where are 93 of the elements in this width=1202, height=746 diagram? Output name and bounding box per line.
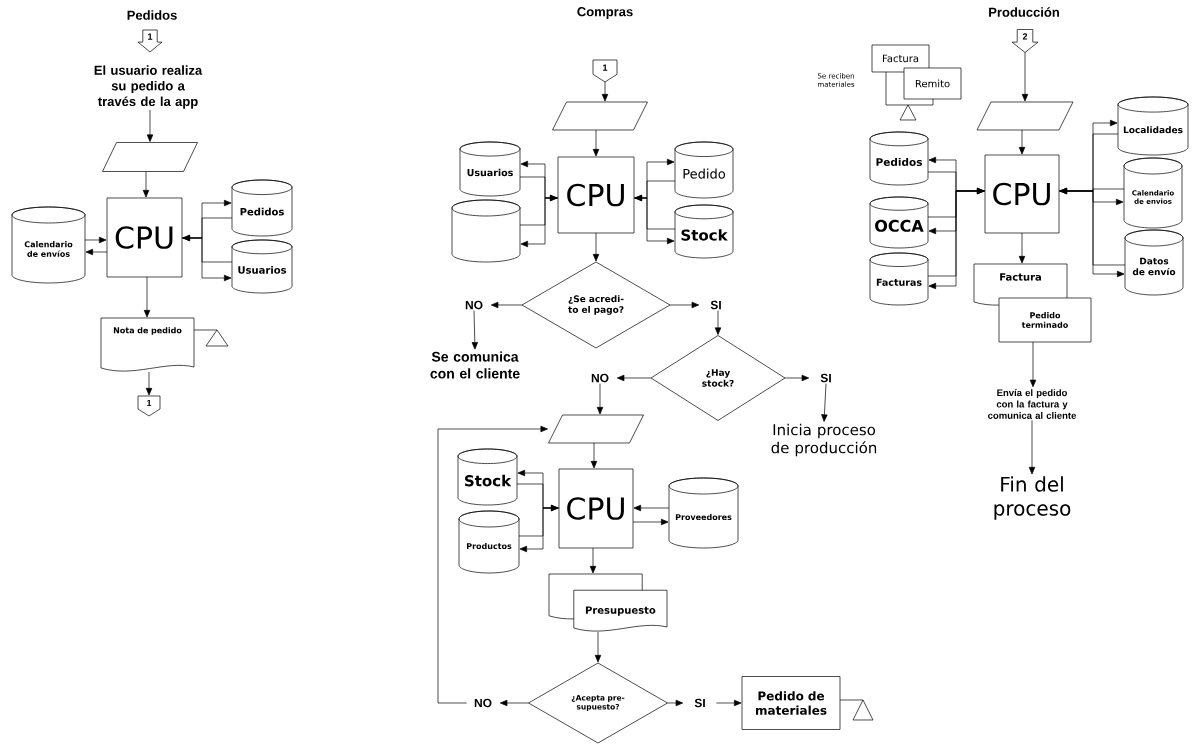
arrow	[601, 81, 609, 102]
arrow	[518, 504, 559, 537]
arrow	[596, 383, 604, 415]
flow-text: Fin del proceso	[994, 476, 1071, 520]
arrow	[1029, 341, 1037, 388]
process-box: CPU	[557, 156, 635, 234]
arrow	[714, 310, 722, 335]
arrow	[471, 310, 478, 350]
arrow	[182, 234, 233, 263]
arrow	[616, 374, 652, 382]
database-cylinder: Calendario de envíos	[11, 206, 86, 284]
flow-text: SI	[694, 698, 705, 708]
process-box: CPU	[984, 154, 1060, 234]
arrow	[85, 248, 108, 256]
arrow	[490, 301, 523, 309]
process-box: CPU	[106, 197, 183, 278]
arrow	[669, 301, 700, 309]
flow-text: Envía el pedido con la factura y comunica al cliente	[988, 389, 1076, 419]
arrow	[667, 699, 684, 707]
flow-text: SI	[820, 373, 831, 383]
arrow	[1058, 190, 1125, 278]
arrow	[84, 236, 107, 244]
arrow	[633, 504, 670, 512]
database-cylinder: Usuarios	[231, 239, 293, 294]
arrow	[927, 187, 985, 277]
input-parallelogram	[102, 142, 198, 172]
database-cylinder: Datos de envío	[1124, 229, 1184, 296]
database-cylinder: Usuarios	[459, 141, 521, 197]
arrow	[784, 374, 810, 382]
process-box: CPU	[558, 468, 634, 549]
arrow	[592, 129, 600, 157]
flow-text: Se comunica con el cliente	[430, 351, 520, 379]
database-cylinder: Stock	[457, 448, 518, 506]
arrow	[1021, 52, 1029, 102]
database-cylinder: Proveedores	[668, 477, 739, 549]
document-stack: Presupuesto	[548, 573, 668, 632]
database-cylinder: Pedidos	[869, 131, 929, 186]
archive-triangle	[852, 699, 874, 721]
arrow	[633, 197, 675, 245]
arrow	[181, 237, 232, 282]
section-heading: Producción	[989, 7, 1059, 17]
flow-text: NO	[474, 698, 492, 708]
offpage-connector: 1	[137, 395, 161, 417]
process-box: Pedido terminado	[998, 297, 1092, 343]
offpage-connector: 1	[592, 59, 618, 83]
database-cylinder: Stock	[674, 204, 734, 259]
arrow	[592, 232, 600, 262]
flow-text: NO	[465, 300, 483, 310]
input-parallelogram	[552, 101, 648, 131]
arrow	[634, 194, 676, 230]
arrow	[1059, 187, 1126, 266]
input-parallelogram	[548, 414, 644, 444]
arrow	[590, 442, 598, 469]
database-cylinder: OCCA	[869, 196, 929, 249]
input-parallelogram	[976, 101, 1074, 131]
arrow	[589, 547, 597, 574]
process-box: Factura	[871, 44, 930, 73]
arrow	[499, 699, 529, 707]
arrow	[1028, 419, 1036, 475]
arrow	[145, 371, 153, 396]
archive-triangle	[205, 329, 229, 347]
connector-line	[193, 329, 218, 331]
database-cylinder: Pedidos	[231, 179, 293, 237]
arrow	[519, 194, 558, 226]
connector-line	[839, 699, 864, 701]
process-box: Remito	[903, 67, 962, 100]
arrow	[146, 109, 154, 142]
database-cylinder: Productos	[458, 510, 520, 574]
arrow	[520, 197, 559, 248]
flow-text: SI	[710, 300, 721, 310]
connector-line	[907, 98, 934, 106]
archive-triangle	[899, 104, 917, 121]
database-cylinder: Pedido	[674, 141, 734, 199]
section-heading: Compras	[577, 7, 633, 19]
arrow	[1018, 129, 1026, 155]
arrow	[594, 631, 602, 663]
arrow	[821, 383, 828, 422]
flow-text: Inicia proceso de producción	[771, 423, 877, 457]
arrow	[437, 425, 548, 704]
database-cylinder: Localidades	[1117, 96, 1189, 156]
process-box: Pedido de materiales	[741, 676, 841, 730]
arrow	[928, 190, 986, 290]
database-cylinder: Facturas	[869, 252, 929, 306]
connector-line	[885, 71, 909, 106]
arrow	[519, 507, 560, 553]
arrow	[143, 276, 151, 318]
arrow	[716, 699, 742, 707]
database-cylinder	[451, 199, 521, 263]
flow-text: NO	[591, 373, 609, 383]
arrow	[1018, 232, 1026, 264]
flow-text: El usuario realiza su pedido a través de la app	[94, 65, 203, 109]
arrow	[142, 171, 150, 198]
arrow	[632, 518, 669, 526]
